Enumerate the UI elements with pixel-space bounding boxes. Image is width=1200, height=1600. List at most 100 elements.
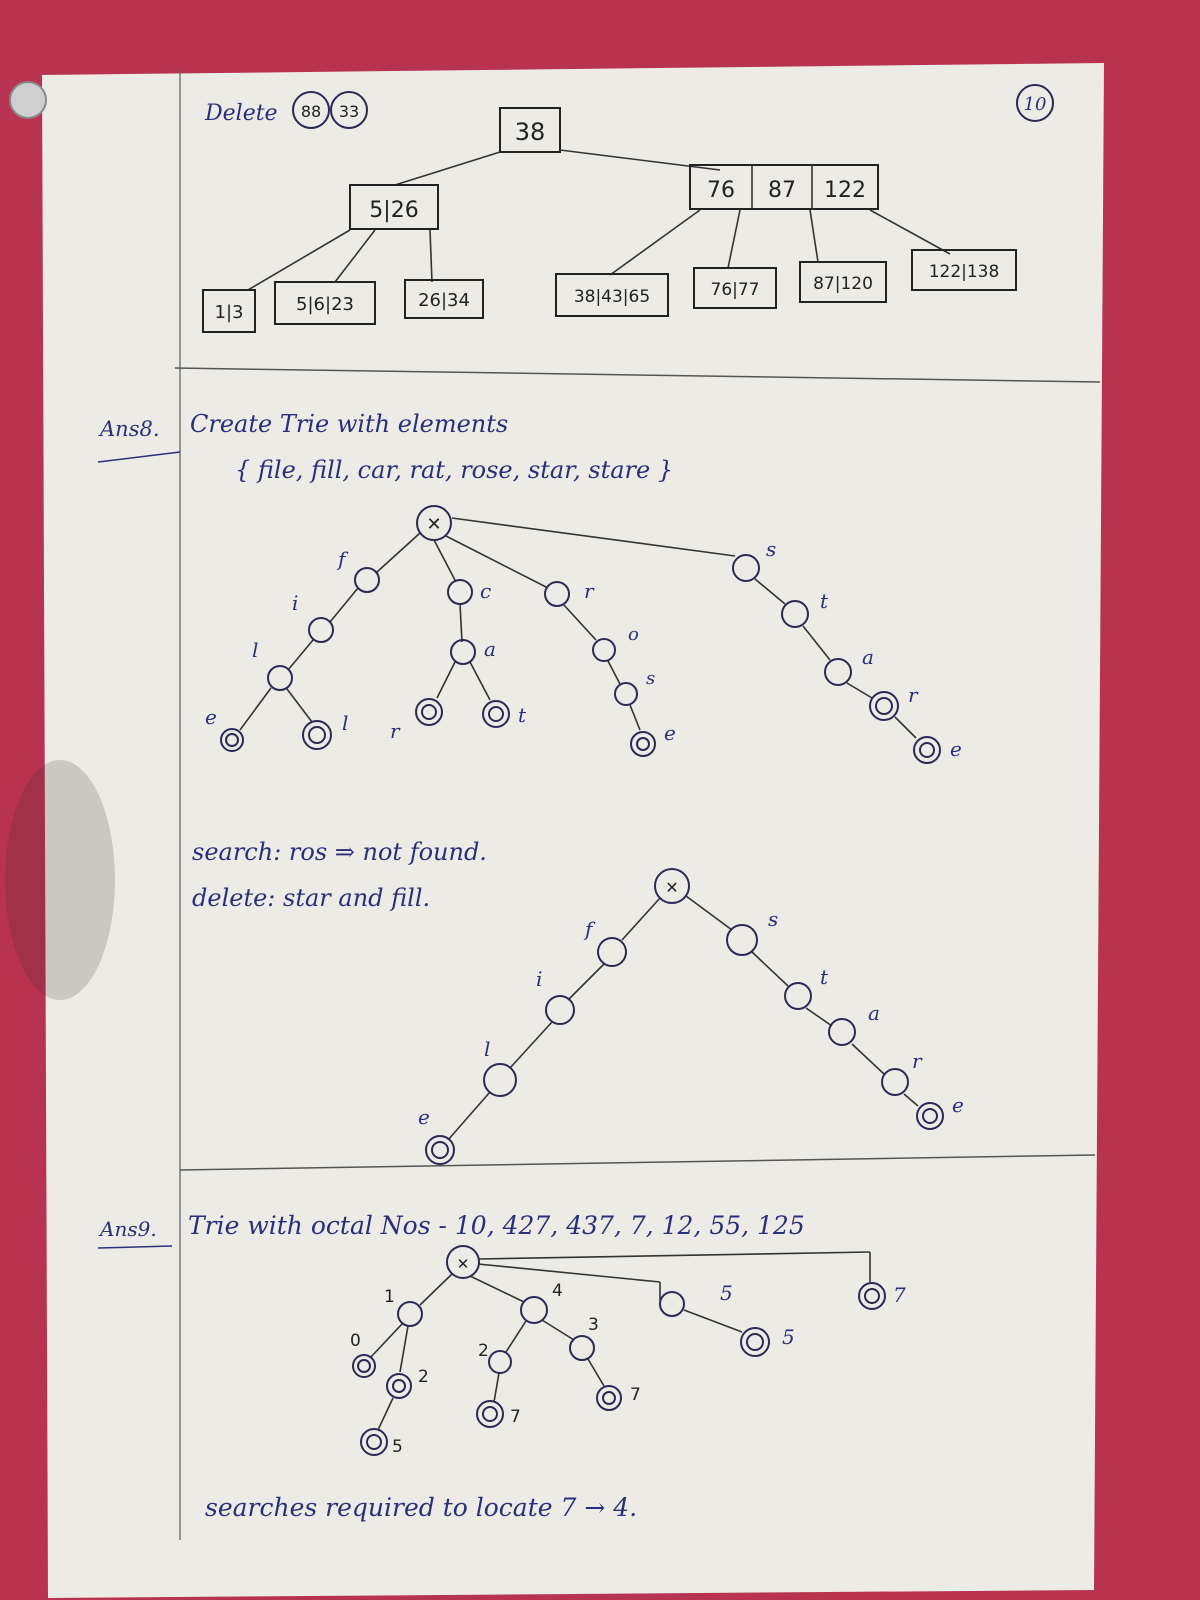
end-node-inner <box>357 1359 371 1373</box>
deleted-key: 88 <box>301 102 321 121</box>
end-node-inner <box>922 1108 938 1124</box>
paper <box>42 63 1104 1598</box>
trie-node <box>828 1018 856 1046</box>
edge-letter: e <box>418 1105 430 1129</box>
trie-node <box>659 1291 685 1317</box>
edge-letter: r <box>912 1049 923 1073</box>
btree-heading: Delete <box>204 101 278 126</box>
end-node <box>482 700 510 728</box>
edge-letter: l <box>252 638 258 662</box>
edge <box>505 1320 527 1353</box>
edge-letter: i <box>292 591 298 615</box>
edge <box>247 229 351 291</box>
deleted-key: 33 <box>339 102 359 121</box>
btree-leaf-keys: 26|34 <box>418 290 470 311</box>
trie-node <box>732 554 760 582</box>
edge <box>559 149 721 171</box>
edge-letter: r <box>584 579 595 603</box>
end-node <box>596 1385 622 1411</box>
trie-node <box>597 937 627 967</box>
trie-node <box>545 995 575 1025</box>
edge-digit: 7 <box>510 1407 521 1427</box>
edge-digit: 7 <box>893 1283 906 1307</box>
btree-root-node <box>499 107 561 153</box>
edge <box>607 660 621 685</box>
edge <box>377 1397 394 1431</box>
edge-letter: r <box>908 683 919 707</box>
end-node <box>913 736 941 764</box>
edge <box>629 704 641 731</box>
trie-node <box>483 1063 517 1097</box>
end-node-inner <box>431 1141 449 1159</box>
trie-after-delete: ✕ f i l e s t a r e <box>418 868 964 1165</box>
edge-letter: t <box>518 703 527 727</box>
end-node <box>415 698 443 726</box>
conclusion-note: searches required to locate 7 → 4. <box>205 1493 637 1522</box>
btree-internal-node <box>689 164 879 210</box>
trie-node <box>354 567 380 593</box>
question-title: Trie with octal Nos - 10, 427, 437, 7, 1… <box>188 1211 805 1240</box>
btree-leaf-keys: 122|138 <box>929 262 1000 282</box>
edge <box>369 1323 403 1359</box>
btree-leaf <box>693 267 777 309</box>
trie-node <box>784 982 812 1010</box>
edge-letter: a <box>862 645 874 669</box>
page-number-circle <box>1016 84 1054 122</box>
answer-label: Ans8. <box>98 417 160 441</box>
edge <box>509 1021 553 1069</box>
deleted-key-circle <box>292 91 330 129</box>
trie-node <box>450 639 476 665</box>
end-node-inner <box>225 733 239 747</box>
edge <box>477 1251 871 1260</box>
edge-digit: 7 <box>630 1385 641 1405</box>
edge <box>587 1358 605 1387</box>
trie-node <box>726 924 758 956</box>
btree-internal-node <box>349 184 439 230</box>
btree-leaf-keys: 38|43|65 <box>574 287 650 307</box>
end-node-inner <box>392 1379 406 1393</box>
end-node-inner <box>746 1333 764 1351</box>
answer-label: Ans9. <box>98 1217 157 1241</box>
binder-ring-icon <box>9 81 47 119</box>
divider <box>179 1154 1096 1171</box>
edge <box>609 209 701 276</box>
root-mark: ✕ <box>665 878 678 897</box>
trie-node <box>881 1068 909 1096</box>
btree-leaf <box>202 289 256 333</box>
btree-leaf <box>404 279 484 319</box>
search-note: search: ros ⇒ not found. <box>192 838 487 866</box>
end-node <box>386 1373 412 1399</box>
btree-leaf <box>274 281 376 325</box>
edge <box>469 661 491 701</box>
edge-letter: t <box>820 589 829 613</box>
btree-leaf-keys: 87|120 <box>813 274 873 294</box>
end-node-inner <box>919 742 935 758</box>
edge <box>751 951 789 987</box>
btree-leaf-keys: 1|3 <box>215 302 244 323</box>
root-mark: ✕ <box>457 1255 470 1273</box>
trie-node <box>308 617 334 643</box>
edge-digit: 2 <box>418 1367 429 1387</box>
edge <box>459 603 463 643</box>
edge <box>903 1093 919 1107</box>
end-node-inner <box>421 704 437 720</box>
edge <box>334 229 376 283</box>
edge <box>851 1043 885 1075</box>
trie-node <box>592 638 616 662</box>
edge <box>727 209 741 269</box>
edge <box>802 625 831 661</box>
edge <box>846 682 873 699</box>
trie-root <box>446 1245 480 1279</box>
edge-digit: 3 <box>588 1315 599 1335</box>
btree-key: 87 <box>768 178 796 203</box>
edge-digit: 5 <box>720 1281 733 1305</box>
edge-letter: a <box>868 1001 880 1025</box>
edge-letter: e <box>950 737 962 761</box>
end-node-inner <box>308 726 326 744</box>
trie-node <box>267 665 293 691</box>
divider <box>174 367 1101 383</box>
edge-digit: 5 <box>392 1437 403 1457</box>
octal-trie: ✕ 1 0 2 5 4 2 7 3 7 <box>350 1245 906 1457</box>
edge <box>329 587 359 623</box>
edge <box>419 1273 453 1306</box>
